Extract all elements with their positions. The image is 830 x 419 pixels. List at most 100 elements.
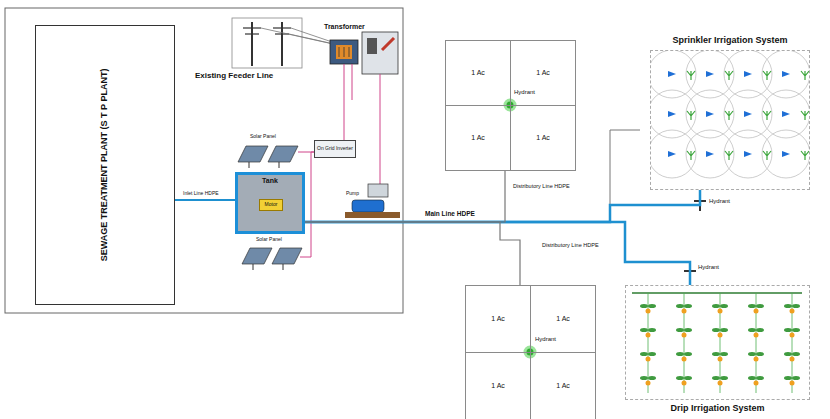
node-text: 1 Ac: [556, 382, 570, 390]
node-text: 1 Ac: [536, 134, 550, 142]
transformer: [339, 47, 340, 57]
drip-field-art: [676, 352, 684, 356]
breaker-panel: [382, 38, 394, 50]
hydrant-symbol: [505, 100, 706, 357]
transformer: [330, 40, 358, 64]
pump-set: [345, 212, 400, 218]
pump-set: [352, 200, 384, 212]
sprinkler-field-art: [801, 151, 809, 160]
sprinkler-field-art: [762, 90, 809, 138]
acre-cell: 1 Ac: [530, 352, 596, 419]
sprinkler-field-art: [725, 111, 733, 120]
breaker-panel: [362, 32, 398, 74]
drip-field-art: [684, 328, 692, 332]
sprinkler-field-art: [762, 51, 809, 98]
transformer: [349, 47, 350, 57]
drip-field-art: [790, 333, 795, 338]
sprinkler-field: Sprinkler Irrigation System: [650, 50, 810, 190]
hydrant-label: Hydrant: [514, 89, 535, 96]
drip-field-art: [756, 304, 764, 308]
drip-field-art: [684, 304, 692, 308]
distributory-pipe: [305, 222, 520, 285]
sprinkler-field-art: [763, 111, 771, 120]
drip-field-art: [684, 352, 692, 356]
sprinkler-field-art: [686, 90, 734, 138]
tank-box: Motor Tank: [235, 172, 305, 234]
drip-field-art: [712, 328, 720, 332]
node-text: 1 Ac: [536, 69, 550, 77]
sprinkler-field-art: [706, 71, 714, 77]
sprinkler-field-art: [724, 130, 772, 178]
pipe-label: Main Line HDPE: [424, 210, 476, 217]
drip-field-art: [720, 328, 728, 332]
main-pipe: [305, 190, 700, 222]
drip-field-art: [784, 352, 792, 356]
solar-panel: [253, 264, 254, 270]
power-wires: [352, 64, 353, 100]
sprinkler-field-art: [651, 130, 696, 178]
drip-field-art: [754, 381, 759, 386]
sprinkler-field-art: [668, 71, 676, 77]
drip-field-art: [676, 328, 684, 332]
drip-field-art: [632, 293, 802, 393]
sprinkler-field-art: [687, 71, 695, 80]
node-text: Tank: [262, 177, 278, 185]
drip-field-art: [676, 304, 684, 308]
sprinkler-field-art: [744, 111, 752, 117]
sprinkler-field-art: [762, 130, 809, 178]
sprinkler-field-art: [744, 151, 752, 157]
solar-panel: [279, 162, 280, 168]
field-heading: Drip Irrigation System: [670, 404, 764, 414]
node-text: On Grid Inverter: [317, 146, 353, 152]
sprinkler-field-art: [725, 71, 733, 80]
drip-field-art: [712, 376, 720, 380]
pump-set: [368, 184, 388, 197]
acre-cell: 1 Ac: [445, 40, 511, 106]
drip-field-art: [646, 357, 651, 362]
node-text: 1 Ac: [491, 382, 505, 390]
drip-field-art: [748, 376, 756, 380]
drip-field-art: [784, 376, 792, 380]
drip-field-art: [682, 357, 687, 362]
node-text: Motor: [265, 202, 278, 208]
sprinkler-field-art: [801, 111, 809, 120]
feeder-line: [273, 27, 291, 28]
transformer: [330, 40, 358, 64]
node-text: 1 Ac: [491, 315, 505, 323]
drip-field-art: [640, 376, 648, 380]
drip-field-art: [648, 304, 656, 308]
solar-panel: [238, 146, 268, 162]
solar-panel: [272, 248, 302, 264]
sprinkler-field-art: [651, 51, 809, 178]
drip-field-art: [720, 352, 728, 356]
sprinkler-field-art: [651, 90, 696, 138]
drip-field-art: [646, 381, 651, 386]
sprinkler-field-art: [687, 151, 695, 160]
drip-field-art: [754, 333, 759, 338]
acre-cell: 1 Ac: [445, 105, 511, 171]
site-boundary: [5, 8, 403, 313]
hydrant-label: Hydrant: [698, 264, 719, 271]
node-text: 1 Ac: [471, 69, 485, 77]
drip-field-art: [646, 333, 651, 338]
drip-field-art: [682, 309, 687, 314]
drip-field-art: [648, 328, 656, 332]
sprinkler-field-art: [706, 151, 714, 157]
acre-cell: 1 Ac: [465, 285, 531, 353]
drip-field-art: [784, 328, 792, 332]
node-text: SEWAGE TREATMENT PLANT (S T P PLANT): [100, 69, 110, 262]
drip-field-art: [748, 304, 756, 308]
drip-field-art: [682, 381, 687, 386]
drip-field-art: [640, 304, 648, 308]
sprinkler-field-art: [686, 51, 734, 98]
drip-field-art: [754, 309, 759, 314]
motor-box: Motor: [259, 199, 283, 211]
pump-set: [345, 184, 400, 218]
drip-field-art: [748, 352, 756, 356]
drip-field-art: [756, 352, 764, 356]
drip-field-art: [682, 333, 687, 338]
drip-field-art: [684, 376, 692, 380]
distributory-pipe: [305, 171, 505, 222]
sprinkler-field-art: [724, 90, 772, 138]
